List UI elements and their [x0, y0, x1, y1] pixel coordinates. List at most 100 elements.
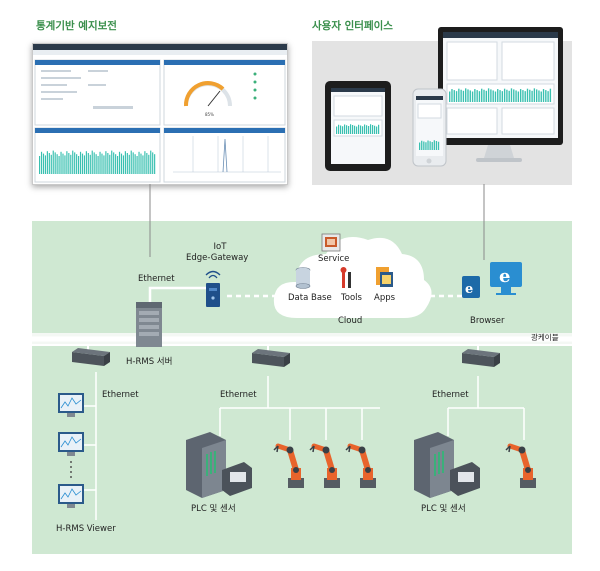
- decorative-bar: [42, 153, 45, 174]
- tools-icon: [340, 267, 351, 288]
- svg-text:e: e: [499, 266, 510, 287]
- decorative-bar: [117, 156, 119, 174]
- database-icon: [295, 267, 311, 289]
- decorative-bar: [124, 151, 126, 174]
- decorative-bar: [62, 153, 64, 174]
- robot-arm-icon: [345, 443, 376, 488]
- decorative-bar: [113, 152, 115, 174]
- decorative-bar: [72, 150, 74, 174]
- decorative-bar: [134, 154, 136, 174]
- hrms-server-icon: [136, 302, 162, 347]
- cloud-label: Cloud: [338, 316, 363, 326]
- decorative-bar: [74, 152, 76, 174]
- plc-cabinet-icon: [186, 432, 252, 498]
- decorative-bar: [89, 154, 91, 174]
- iot-gateway-label: IoT: [213, 242, 227, 252]
- decorative-bar: [148, 154, 150, 174]
- decorative-bar: [122, 155, 125, 174]
- decorative-bar: [101, 153, 103, 174]
- plc-cabinet-icon: [414, 432, 480, 498]
- decorative-bar: [66, 151, 68, 174]
- decorative-bar: [126, 153, 128, 174]
- plc-right-label: PLC 및 센서: [421, 504, 466, 514]
- decorative-bar: [64, 155, 66, 174]
- iot-gateway-icon: [205, 270, 221, 307]
- decorative-bar: [48, 153, 50, 174]
- decorative-bar: [39, 156, 41, 174]
- decorative-bar: [118, 151, 121, 174]
- service-label: Service: [318, 254, 350, 264]
- viewer-monitor-icon: [58, 393, 84, 417]
- decorative-bar: [85, 151, 87, 174]
- decorative-bar: [58, 156, 60, 174]
- decorative-bar: [87, 153, 89, 174]
- database-label: Data Base: [288, 293, 332, 303]
- field-network-band: [32, 346, 572, 554]
- decorative-bar: [52, 150, 54, 174]
- decorative-bar: [54, 152, 56, 174]
- decorative-bar: [136, 156, 138, 174]
- ethernet-left-label: Ethernet: [102, 390, 139, 400]
- dashboard-screenshot: 85%: [32, 43, 288, 185]
- decorative-bar: [79, 151, 82, 174]
- robot-arm-icon: [273, 443, 304, 488]
- gauge-value: 85%: [205, 112, 214, 117]
- switch-right-icon: [462, 349, 500, 367]
- plc-middle-label: PLC 및 센서: [191, 504, 236, 514]
- apps-label: Apps: [374, 293, 396, 303]
- fiber-label: 광케이블: [531, 333, 559, 342]
- decorative-bar: [83, 155, 86, 174]
- hrms-viewer-label: H-RMS Viewer: [56, 524, 116, 534]
- decorative-bar: [115, 154, 117, 174]
- decorative-bar: [70, 154, 72, 174]
- decorative-bar: [95, 154, 97, 174]
- browser-label: Browser: [470, 316, 505, 326]
- decorative-bar: [146, 153, 148, 174]
- cloud-shape: [273, 237, 432, 318]
- decorative-bar: [40, 151, 43, 174]
- ethernet-top-label: Ethernet: [138, 274, 175, 284]
- decorative-bar: [109, 154, 111, 174]
- ui-section-title: 사용자 인터페이스: [312, 20, 393, 32]
- decorative-bar: [56, 154, 58, 174]
- decorative-bar: [107, 153, 109, 174]
- apps-icon: [376, 267, 393, 287]
- ethernet-middle-label: Ethernet: [220, 390, 257, 400]
- decorative-bar: [105, 151, 107, 174]
- decorative-bar: [144, 151, 146, 174]
- decorative-bar: [142, 155, 144, 174]
- decorative-bar: [99, 151, 101, 174]
- decorative-bar: [50, 154, 52, 174]
- stats-section-title: 통계기반 예지보전: [36, 20, 117, 32]
- decorative-bar: [93, 152, 95, 174]
- service-icon: [321, 233, 341, 252]
- decorative-bar: [152, 152, 154, 174]
- decorative-bar: [81, 153, 84, 174]
- svg-text:e: e: [465, 282, 473, 297]
- robot-arm-icon: [309, 443, 340, 488]
- decorative-bar: [132, 152, 134, 174]
- switch-middle-icon: [252, 349, 290, 367]
- viewer-monitor-icon: [58, 484, 84, 508]
- decorative-bar: [46, 151, 48, 174]
- browser-icon: e e: [462, 262, 522, 298]
- decorative-bar: [120, 153, 123, 174]
- dashboard-illustration: 85%: [33, 44, 287, 183]
- tools-label: Tools: [341, 293, 362, 303]
- hrms-server-label: H-RMS 서버: [126, 357, 173, 367]
- decorative-bar: [154, 154, 156, 174]
- ethernet-right-label: Ethernet: [432, 390, 469, 400]
- decorative-bar: [130, 150, 132, 174]
- decorative-bar: [76, 154, 78, 174]
- decorative-bar: [111, 150, 113, 174]
- decorative-bar: [60, 151, 62, 174]
- decorative-bar: [128, 154, 130, 174]
- iot-gateway-label-line2: Edge-Gateway: [186, 253, 249, 263]
- decorative-bar: [140, 153, 142, 174]
- decorative-bar: [78, 156, 80, 174]
- decorative-bar: [97, 156, 99, 174]
- decorative-bar: [91, 150, 93, 174]
- ellipsis-dots: [70, 461, 72, 478]
- robot-arm-icon: [505, 443, 536, 488]
